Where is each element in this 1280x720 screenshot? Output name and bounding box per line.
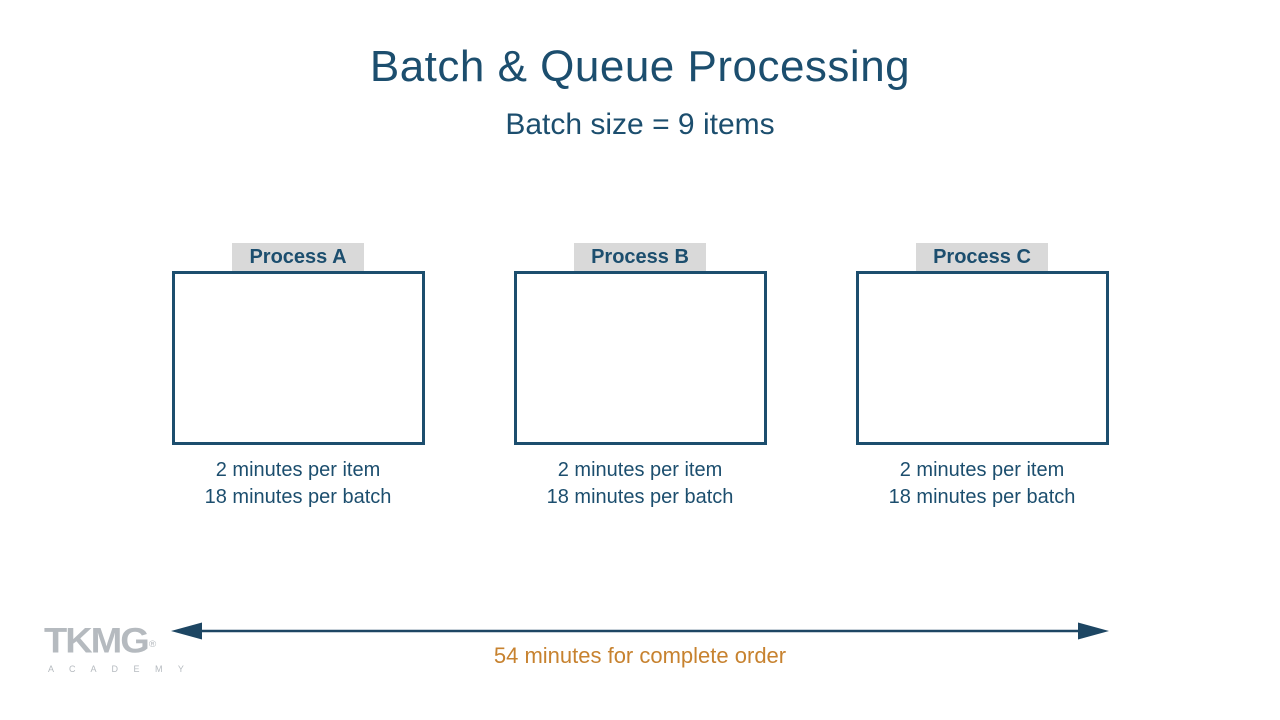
logo-text: TKMG: [44, 622, 150, 661]
process-b-caption: 2 minutes per item 18 minutes per batch: [547, 457, 734, 511]
process-c-label: Process C: [916, 243, 1048, 271]
process-row: Process A 2 minutes per item 18 minutes …: [0, 243, 1280, 511]
process-c-caption: 2 minutes per item 18 minutes per batch: [889, 457, 1076, 511]
process-c-rate: 2 minutes per item: [899, 459, 1065, 481]
process-b-label: Process B: [574, 243, 706, 271]
page-subtitle: Batch size = 9 items: [505, 108, 775, 141]
process-b-box: [513, 271, 767, 445]
tkmg-academy-logo: TKMG® A C A D E M Y: [44, 623, 190, 674]
process-a-box: [171, 271, 425, 445]
process-a-label: Process A: [232, 243, 364, 271]
total-time-label: 54 minutes for complete order: [493, 643, 787, 668]
total-time-section: 54 minutes for complete order: [170, 620, 1110, 669]
logo-academy-text: A C A D E M Y: [48, 664, 191, 674]
process-c-box: [855, 271, 1109, 445]
process-a-batch-time: 18 minutes per batch: [204, 486, 392, 508]
process-a-rate: 2 minutes per item: [215, 459, 381, 481]
process-b-rate: 2 minutes per item: [557, 459, 723, 481]
process-group-b: Process B 2 minutes per item 18 minutes …: [513, 243, 767, 511]
logo-wordmark: TKMG®: [44, 623, 190, 663]
process-c-batch-time: 18 minutes per batch: [888, 486, 1076, 508]
process-a-caption: 2 minutes per item 18 minutes per batch: [205, 457, 392, 511]
process-group-c: Process C 2 minutes per item 18 minutes …: [855, 243, 1109, 511]
double-arrow-icon: [171, 622, 1109, 640]
page-title: Batch & Queue Processing: [369, 42, 911, 91]
process-group-a: Process A 2 minutes per item 18 minutes …: [171, 243, 425, 511]
process-b-batch-time: 18 minutes per batch: [546, 486, 734, 508]
registered-mark-icon: ®: [148, 639, 157, 650]
